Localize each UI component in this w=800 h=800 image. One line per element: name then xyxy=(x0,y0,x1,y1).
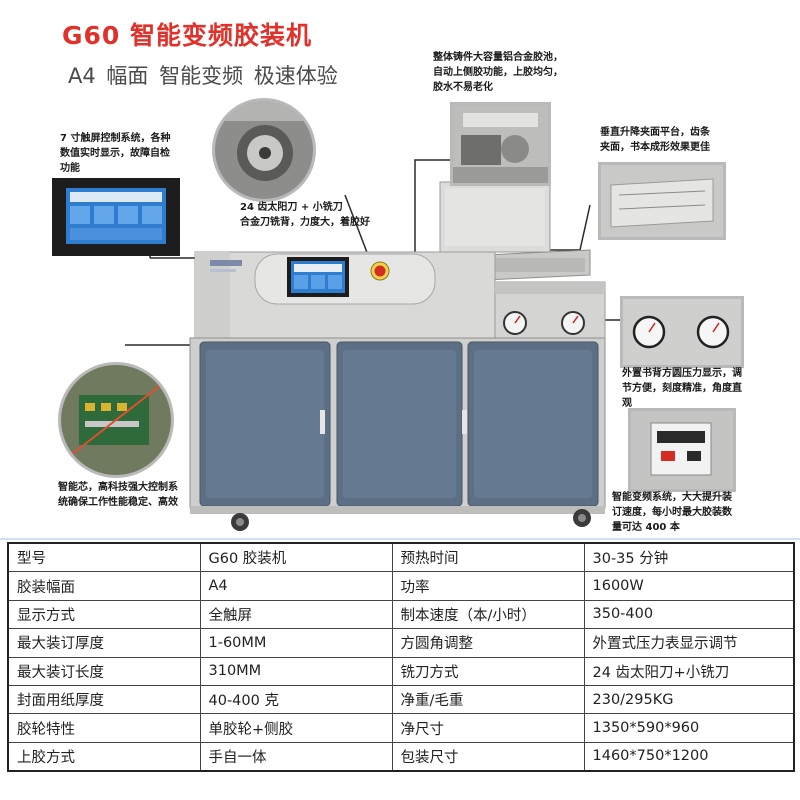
spec-label: 功率 xyxy=(391,571,585,601)
spec-label: 铣刀方式 xyxy=(391,656,585,686)
callout-control-system: 智能芯，高科技强大控制系 统确保工作性能稳定、高效 xyxy=(58,482,178,508)
control-board-detail-photo xyxy=(58,362,174,478)
spec-label: 包装尺寸 xyxy=(391,741,585,772)
spec-label: 封面用纸厚度 xyxy=(7,684,201,715)
spec-label: 制本速度（本/小时） xyxy=(391,599,585,630)
spec-label: 方圆角调整 xyxy=(391,628,585,658)
spec-label: 预热时间 xyxy=(391,542,585,573)
spec-label: 型号 xyxy=(7,542,201,573)
spec-label: 最大装订长度 xyxy=(7,656,201,686)
spec-value: 1-60MM xyxy=(199,628,393,658)
spec-label: 胶轮特性 xyxy=(7,713,201,743)
spec-label: 净重/毛重 xyxy=(391,684,585,715)
spec-label: 净尺寸 xyxy=(391,713,585,743)
spec-value: 外置式压力表显示调节 xyxy=(583,628,795,658)
spec-value: 350-400 xyxy=(583,599,795,630)
spec-value: 单胶轮+侧胶 xyxy=(199,713,393,743)
spec-label: 胶装幅面 xyxy=(7,571,201,601)
spec-label: 上胶方式 xyxy=(7,741,201,772)
glue-pot-detail-photo xyxy=(450,102,551,186)
spec-value: 1600W xyxy=(583,571,795,601)
spec-value: 40-400 克 xyxy=(199,684,393,715)
page-subtitle: A4 幅面 智能变频 极速体验 xyxy=(68,64,338,88)
spec-label: 显示方式 xyxy=(7,599,201,630)
callout-inverter: 智能变频系统，大大提升装 订速度，每小时最大胶装数 量可达 400 本 xyxy=(612,492,732,533)
spec-value: G60 胶装机 xyxy=(199,542,393,573)
spec-value: 全触屏 xyxy=(199,599,393,630)
spec-value: 24 齿太阳刀+小铣刀 xyxy=(583,656,795,686)
spec-value: 30-35 分钟 xyxy=(583,542,795,573)
pressure-gauge-detail-photo xyxy=(620,296,744,368)
product-hero: G60 智能变频胶装机 A4 幅面 智能变频 极速体验 xyxy=(52,21,744,533)
callout-blade: 24 齿太阳刀 + 小铣刀 合金刀铣背，力度大，着胶好 xyxy=(240,202,370,228)
spec-value: A4 xyxy=(199,571,393,601)
section-divider xyxy=(0,538,800,540)
clamp-platform-detail-photo xyxy=(598,162,726,240)
inverter-detail-photo xyxy=(628,408,736,492)
callout-clamp: 垂直升降夹面平台，齿条 夹面，书本成形效果更佳 xyxy=(600,127,710,153)
spec-value: 310MM xyxy=(199,656,393,686)
spec-value: 230/295KG xyxy=(583,684,795,715)
page-title: G60 智能变频胶装机 xyxy=(62,21,313,50)
callout-gauge: 外置书背方圆压力显示，调 节方便，刻度精准，角度直 观 xyxy=(622,368,742,409)
spec-value: 1460*750*1200 xyxy=(583,741,795,772)
spec-value: 手自一体 xyxy=(199,741,393,772)
spec-row: 显示方式全触屏制本速度（本/小时）350-400 xyxy=(7,599,795,630)
callout-touchscreen: 7 寸触屏控制系统，各种 数值实时显示，故障自检 功能 xyxy=(60,133,171,174)
binding-machine-illustration xyxy=(125,159,620,531)
touchscreen-detail-photo xyxy=(52,178,180,256)
callout-glue-pot: 整体铸件大容量铝合金胶池， 自动上侧胶功能，上胶均匀， 胶水不易老化 xyxy=(433,52,563,93)
spec-value: 1350*590*960 xyxy=(583,713,795,743)
spec-label: 最大装订厚度 xyxy=(7,628,201,658)
blade-detail-photo xyxy=(212,98,316,202)
